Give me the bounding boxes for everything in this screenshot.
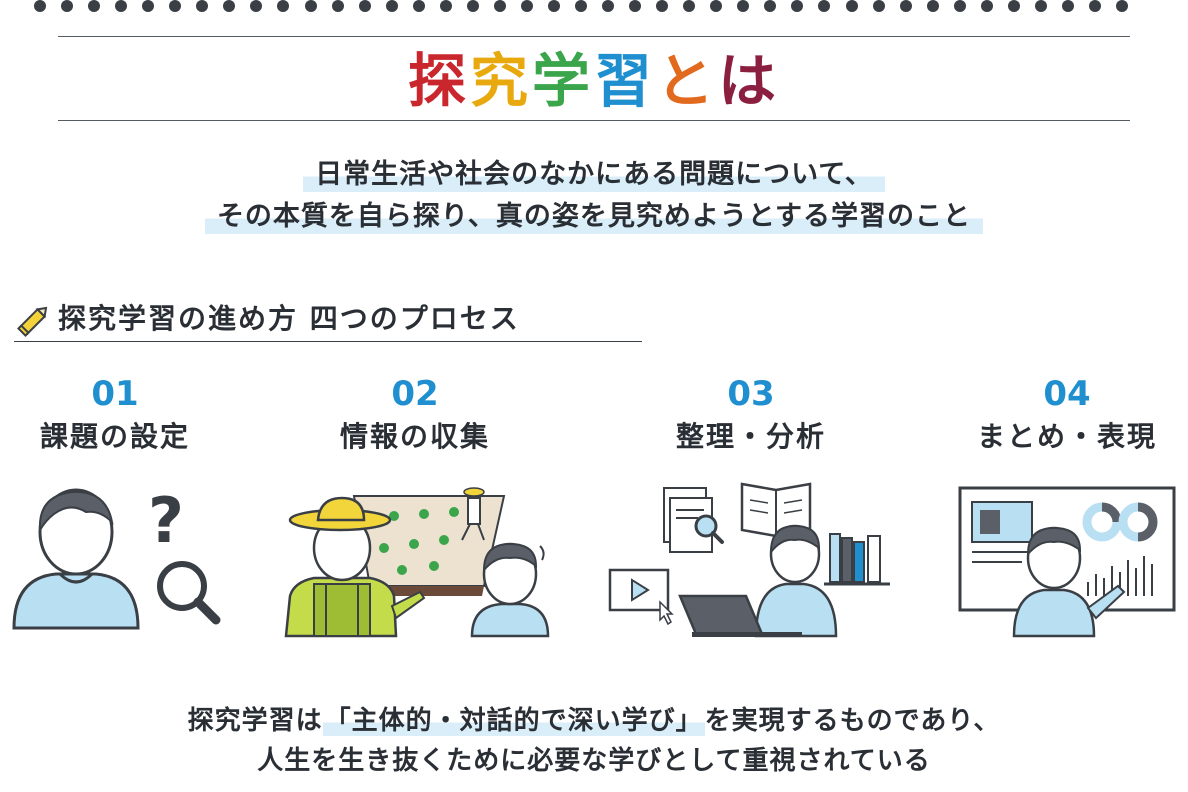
step-1: 01 課題の設定 (0, 374, 240, 454)
border-dot (602, 0, 615, 12)
border-dot (818, 0, 831, 12)
border-dot (899, 0, 912, 12)
footer-line-2-text: 人生を生き抜くために必要な学びとして重視されている (257, 746, 931, 776)
border-dot (439, 0, 452, 12)
step-label: まとめ・表現 (976, 420, 1157, 453)
border-dot (358, 0, 371, 12)
border-dot (575, 0, 587, 12)
border-dot (277, 0, 290, 12)
step-label: 整理・分析 (675, 420, 826, 453)
border-dot (953, 0, 966, 12)
border-dot (331, 0, 344, 12)
step-number: 02 (391, 374, 439, 414)
border-dot (520, 0, 533, 12)
footer-line-1-pre: 探究学習は (187, 706, 323, 736)
border-dot (926, 0, 939, 12)
border-dot (845, 0, 858, 12)
border-dot (142, 0, 155, 12)
bookshelf-icon (824, 533, 890, 586)
definition-line-1: 日常生活や社会のなかにある問題について、 (303, 158, 885, 192)
border-dot (169, 0, 182, 12)
border-dot (656, 0, 669, 12)
border-dot (683, 0, 696, 12)
presenter-icon (1012, 526, 1126, 638)
step-3: 03 整理・分析 (626, 374, 876, 454)
person-icon (12, 488, 140, 630)
person-at-laptop (754, 524, 838, 638)
title-char: 究 (469, 47, 532, 115)
step-1-illustration: ? (12, 484, 221, 630)
page-title: 探究学習とは (0, 48, 1188, 114)
step-3-illustration (608, 482, 890, 638)
footer-line-2: 人生を生き抜くために必要な学びとして重視されている (0, 744, 1188, 778)
definition-line-2: その本質を自ら探り、真の姿を見究めようとする学習のこと (204, 200, 984, 234)
svg-text:?: ? (148, 484, 184, 557)
step-label: 情報の収集 (339, 420, 490, 453)
border-dot (980, 0, 993, 12)
top-dotted-border (0, 0, 1188, 20)
border-dot (1116, 0, 1128, 12)
title-char: 探 (407, 47, 470, 115)
step-number: 01 (91, 374, 139, 414)
step-number: 04 (1043, 374, 1091, 414)
border-dot (737, 0, 750, 12)
border-dot (304, 0, 317, 12)
definition-line-2-wrap: その本質を自ら探り、真の姿を見究めようとする学習のこと (0, 200, 1188, 234)
border-dot (872, 0, 885, 12)
magnifier-icon (157, 561, 221, 625)
border-dot (223, 0, 236, 12)
border-dot (629, 0, 642, 12)
pencil-icon (17, 306, 48, 337)
border-dot (385, 0, 398, 12)
border-dot (1088, 0, 1101, 12)
border-dot (493, 0, 506, 12)
field-icon (352, 487, 506, 596)
step-2-illustration (284, 487, 550, 638)
border-dot (412, 0, 425, 12)
title-char: 習 (594, 47, 657, 115)
border-dot (88, 0, 101, 12)
video-icon (608, 568, 674, 626)
step-4: 04 まとめ・表現 (942, 374, 1188, 454)
border-dot (466, 0, 479, 12)
question-mark-icon: ? (148, 484, 184, 557)
border-dot (1061, 0, 1074, 12)
laptop-icon (678, 594, 802, 637)
step-label: 課題の設定 (39, 420, 190, 453)
footer-line-1: 探究学習は「主体的・対話的で深い学び」を実現するものであり、 (0, 704, 1188, 738)
border-dot (196, 0, 209, 12)
step-4-illustration (958, 486, 1176, 638)
border-dot (1007, 0, 1020, 12)
title-char: は (718, 47, 781, 115)
child-icon (470, 542, 550, 638)
border-dot (250, 0, 263, 12)
border-dot (1034, 0, 1047, 12)
step-2: 02 情報の収集 (290, 374, 540, 454)
footer-line-1-highlight: 「主体的・対話的で深い学び」 (322, 706, 705, 736)
title-top-rule (58, 36, 1130, 37)
definition-line-1-wrap: 日常生活や社会のなかにある問題について、 (0, 158, 1188, 192)
border-dot (547, 0, 560, 12)
border-dot (61, 0, 74, 12)
border-dot (764, 0, 777, 12)
title-bottom-rule (58, 120, 1130, 121)
footer-line-1-post: を実現するものであり、 (704, 706, 1001, 736)
step-number: 03 (727, 374, 775, 414)
field-worker (461, 487, 485, 541)
document-icon (663, 487, 724, 553)
process-heading-text: 探究学習の進め方 四つのプロセス (58, 302, 520, 335)
process-heading: 探究学習の進め方 四つのプロセス (14, 298, 642, 342)
farmer-icon (284, 496, 426, 638)
border-dot (115, 0, 128, 12)
title-char: と (656, 47, 719, 115)
border-dot (791, 0, 804, 12)
title-char: 学 (531, 47, 594, 115)
border-dot (710, 0, 723, 12)
border-dot (34, 0, 46, 12)
chart-icon (1082, 502, 1158, 596)
